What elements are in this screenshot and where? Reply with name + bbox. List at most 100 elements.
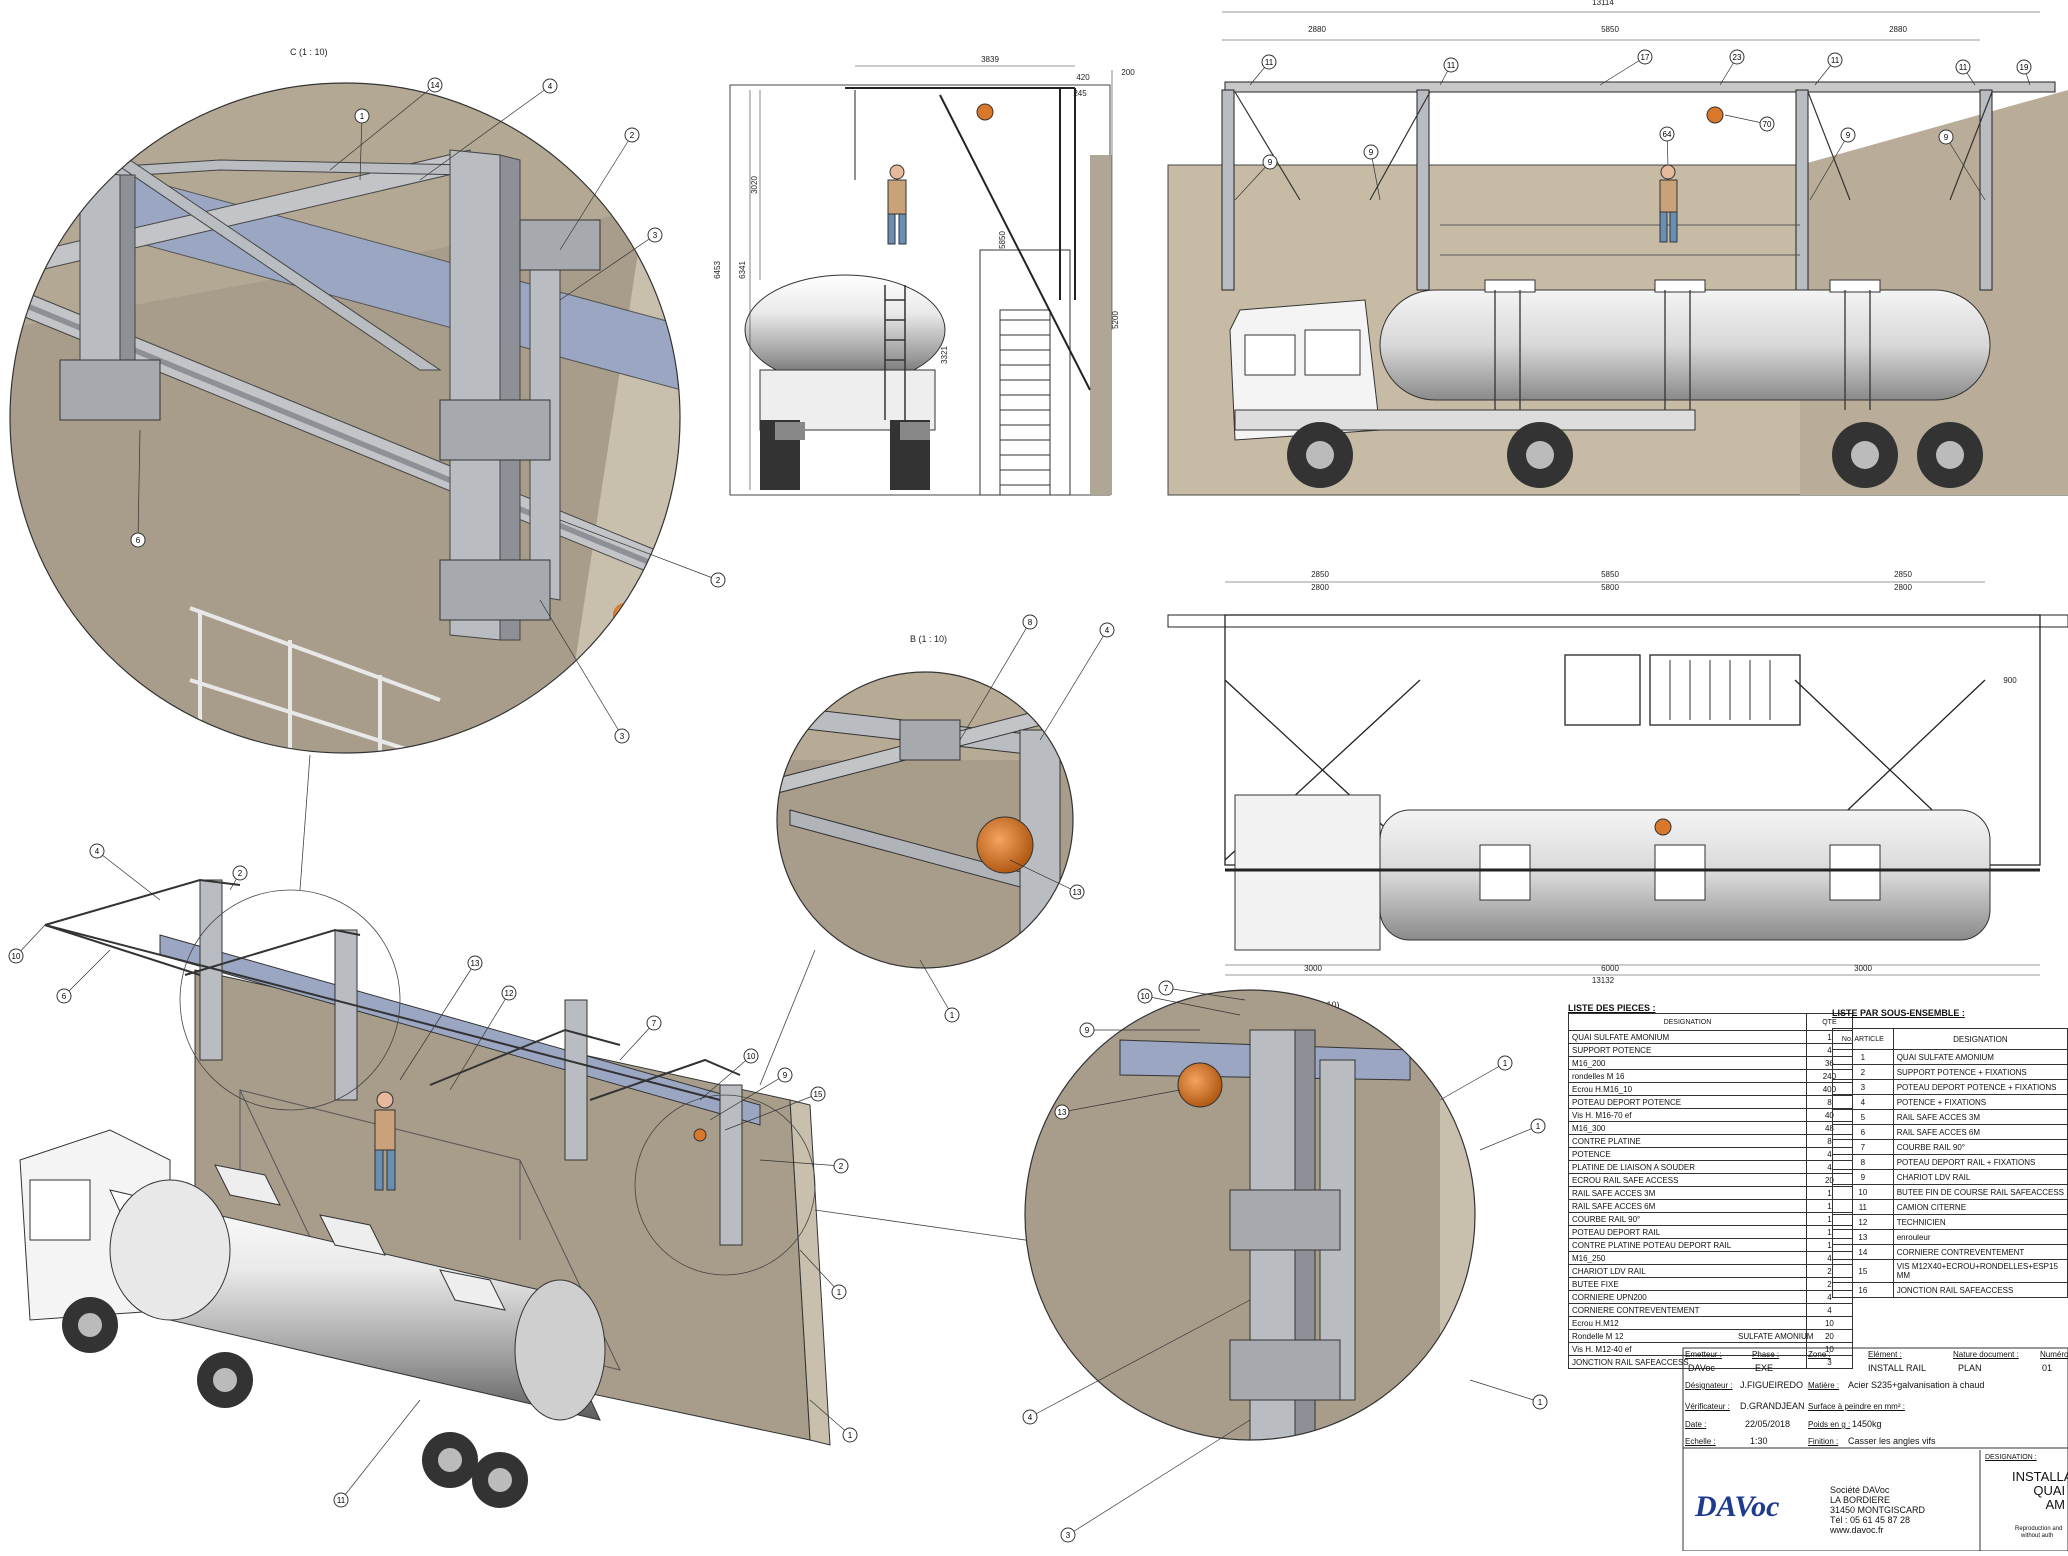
surface-label: Surface à peindre en mm² :: [1808, 1402, 1905, 1411]
part-designation: BUTEE FIXE: [1568, 1277, 1807, 1291]
subassembly-header-designation: DESIGNATION: [1892, 1028, 2068, 1050]
balloon-number: 1: [848, 1431, 853, 1440]
company-line: www.davoc.fr: [1830, 1525, 1884, 1535]
article-designation: COURBE RAIL 90°: [1892, 1139, 2068, 1155]
dimension-label: 2800: [1311, 583, 1329, 592]
balloon-number: 4: [95, 847, 100, 856]
balloon-number: 4: [1028, 1413, 1033, 1422]
balloon-marker: [1158, 980, 1174, 996]
echelle-label: Echelle :: [1685, 1437, 1716, 1446]
balloon-number: 12: [505, 989, 514, 998]
balloon-marker: [542, 78, 558, 94]
footnote-line: Reproduction and: [2015, 1526, 2063, 1532]
parts-list-title: LISTE DES PIECES :: [1568, 1003, 1656, 1013]
finition-label: Finition :: [1808, 1437, 1839, 1446]
part-designation: Ecrou H.M12: [1568, 1316, 1807, 1330]
article-number: 7: [1832, 1139, 1894, 1155]
balloon-number: 4: [1105, 626, 1110, 635]
dimension-label: 900: [2003, 676, 2017, 685]
part-designation: COURBE RAIL 90°: [1568, 1212, 1807, 1226]
poids-label: Poids en g :: [1808, 1420, 1851, 1429]
balloon-number: 2: [630, 131, 635, 140]
dimension-label: 3839: [981, 55, 999, 64]
part-designation: M16_300: [1568, 1121, 1807, 1135]
balloon-number: 9: [1268, 158, 1273, 167]
dimension-label: 2800: [1894, 583, 1912, 592]
matiere-label: Matière :: [1808, 1381, 1840, 1390]
balloon-marker: [467, 955, 483, 971]
article-number: 3: [1832, 1079, 1894, 1095]
dimension-label: 6453: [713, 261, 722, 279]
balloon-marker: [842, 1427, 858, 1443]
balloon-marker: [1497, 1055, 1513, 1071]
part-designation: M16_250: [1568, 1251, 1807, 1265]
company-logo: DAVoc: [1695, 1490, 1780, 1523]
part-designation: CONTRE PLATINE POTEAU DEPORT RAIL: [1568, 1238, 1807, 1252]
balloon-marker: [1840, 127, 1856, 143]
article-designation: POTEAU DEPORT RAIL + FIXATIONS: [1892, 1154, 2068, 1170]
balloon-marker: [1443, 57, 1459, 73]
balloon-number: 2: [238, 869, 243, 878]
dimension-label: 2880: [1308, 25, 1326, 34]
balloon-marker: [1363, 144, 1379, 160]
balloon-number: 1: [1536, 1122, 1541, 1131]
numero-value: 01: [2042, 1363, 2053, 1373]
article-number: 16: [1832, 1282, 1894, 1298]
article-number: 9: [1832, 1169, 1894, 1185]
designation-label: DESIGNATION :: [1985, 1454, 2037, 1461]
balloon-marker: [624, 127, 640, 143]
matiere-value: Acier S235+galvanisation à chaud: [1848, 1380, 1985, 1390]
balloon-number: 15: [814, 1090, 823, 1099]
part-designation: M16_200: [1568, 1056, 1807, 1070]
balloon-number: 3: [620, 732, 625, 741]
balloon-marker: [2016, 59, 2032, 75]
zone-label: Zone :: [1808, 1350, 1831, 1359]
part-designation: rondelles M 16: [1568, 1069, 1807, 1083]
nature-value: PLAN: [1958, 1363, 1982, 1373]
part-designation: RAIL SAFE ACCES 3M: [1568, 1186, 1807, 1200]
element-value: INSTALL RAIL: [1868, 1363, 1927, 1373]
balloon-number: 10: [747, 1052, 756, 1061]
detail-c-view: C (1 : 10): [9, 47, 726, 754]
balloon-marker: [1261, 54, 1277, 70]
article-number: 13: [1832, 1229, 1894, 1245]
balloon-marker: [56, 988, 72, 1004]
balloon-marker: [1759, 116, 1775, 132]
nature-label: Nature document :: [1953, 1350, 2019, 1359]
element-label: Elément :: [1868, 1350, 1902, 1359]
article-number: 11: [1832, 1199, 1894, 1215]
balloon-marker: [1137, 988, 1153, 1004]
balloon-marker: [777, 1067, 793, 1083]
balloon-marker: [1532, 1394, 1548, 1410]
balloon-number: 10: [1141, 992, 1150, 1001]
company-line: 31450 MONTGISCARD: [1830, 1505, 1926, 1515]
article-designation: TECHNICIEN: [1892, 1214, 2068, 1230]
article-number: 10: [1832, 1184, 1894, 1200]
dimension-label: 2850: [1894, 570, 1912, 579]
parts-header-designation: DESIGNATION: [1568, 1013, 1807, 1031]
balloon-marker: [501, 985, 517, 1001]
verificateur-label: Vérificateur :: [1685, 1402, 1730, 1411]
dimension-label: 5850: [1601, 25, 1619, 34]
